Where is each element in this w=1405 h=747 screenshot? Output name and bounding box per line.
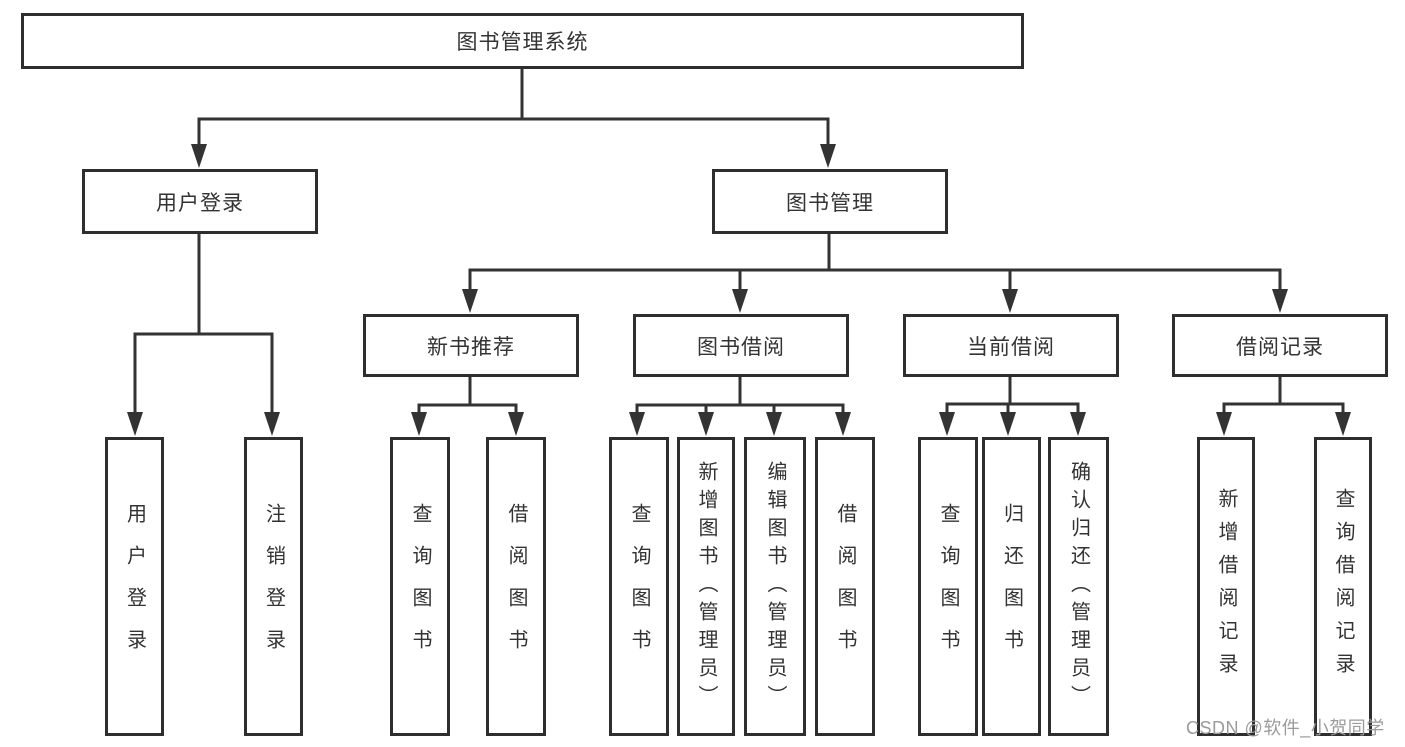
leaf-label: 借阅图书 [505,502,527,671]
leaf-label: 确认归还（管理员） [1067,460,1090,713]
leaf-return-books: 归还图书 [982,437,1041,736]
node-user-login-branch: 用户登录 [82,169,318,234]
node-label: 图书管理系统 [456,31,589,54]
leaf-label: 编辑图书（管理员） [764,460,786,713]
arrowheads [127,144,1351,436]
node-label: 用户登录 [156,191,244,215]
leaf-label: 新增图书（管理员） [695,460,717,713]
node-label: 当前借阅 [967,335,1055,359]
node-book-management-branch: 图书管理 [712,169,948,234]
node-label: 图书管理 [786,191,874,215]
node-book-borrowing: 图书借阅 [633,314,849,377]
leaf-query-books-3: 查询图书 [918,437,978,736]
leaf-label: 查询图书 [937,502,959,671]
leaf-query-borrow-record: 查询借阅记录 [1314,437,1372,736]
leaf-query-books-1: 查询图书 [390,437,450,736]
leaf-borrow-books-1: 借阅图书 [486,437,546,736]
node-label: 借阅记录 [1236,335,1324,359]
leaf-label: 归还图书 [1000,502,1023,671]
leaf-add-borrow-record: 新增借阅记录 [1197,437,1255,736]
leaf-user-login: 用户登录 [105,437,164,736]
csdn-watermark: CSDN @软件_小贺同学 [1186,718,1385,738]
leaf-edit-books-admin: 编辑图书（管理员） [744,437,806,736]
leaf-label: 新增借阅记录 [1215,487,1237,686]
leaf-label: 借阅图书 [834,502,856,671]
leaf-label: 查询图书 [628,502,650,671]
node-current-borrowing: 当前借阅 [903,314,1119,377]
leaf-confirm-return-admin: 确认归还（管理员） [1048,437,1109,736]
node-new-book-recommendation: 新书推荐 [363,314,579,377]
leaf-label: 用户登录 [123,502,146,671]
node-borrow-records: 借阅记录 [1172,314,1388,377]
leaf-label: 注销登录 [262,502,285,671]
leaf-label: 查询借阅记录 [1332,487,1354,686]
leaf-add-books-admin: 新增图书（管理员） [677,437,735,736]
node-label: 图书借阅 [697,335,785,359]
leaf-label: 查询图书 [409,502,431,671]
node-label: 新书推荐 [427,335,515,359]
leaf-borrow-books-2: 借阅图书 [815,437,875,736]
leaf-logout: 注销登录 [244,437,303,736]
leaf-query-books-2: 查询图书 [609,437,669,736]
node-library-management-system: 图书管理系统 [21,13,1024,69]
